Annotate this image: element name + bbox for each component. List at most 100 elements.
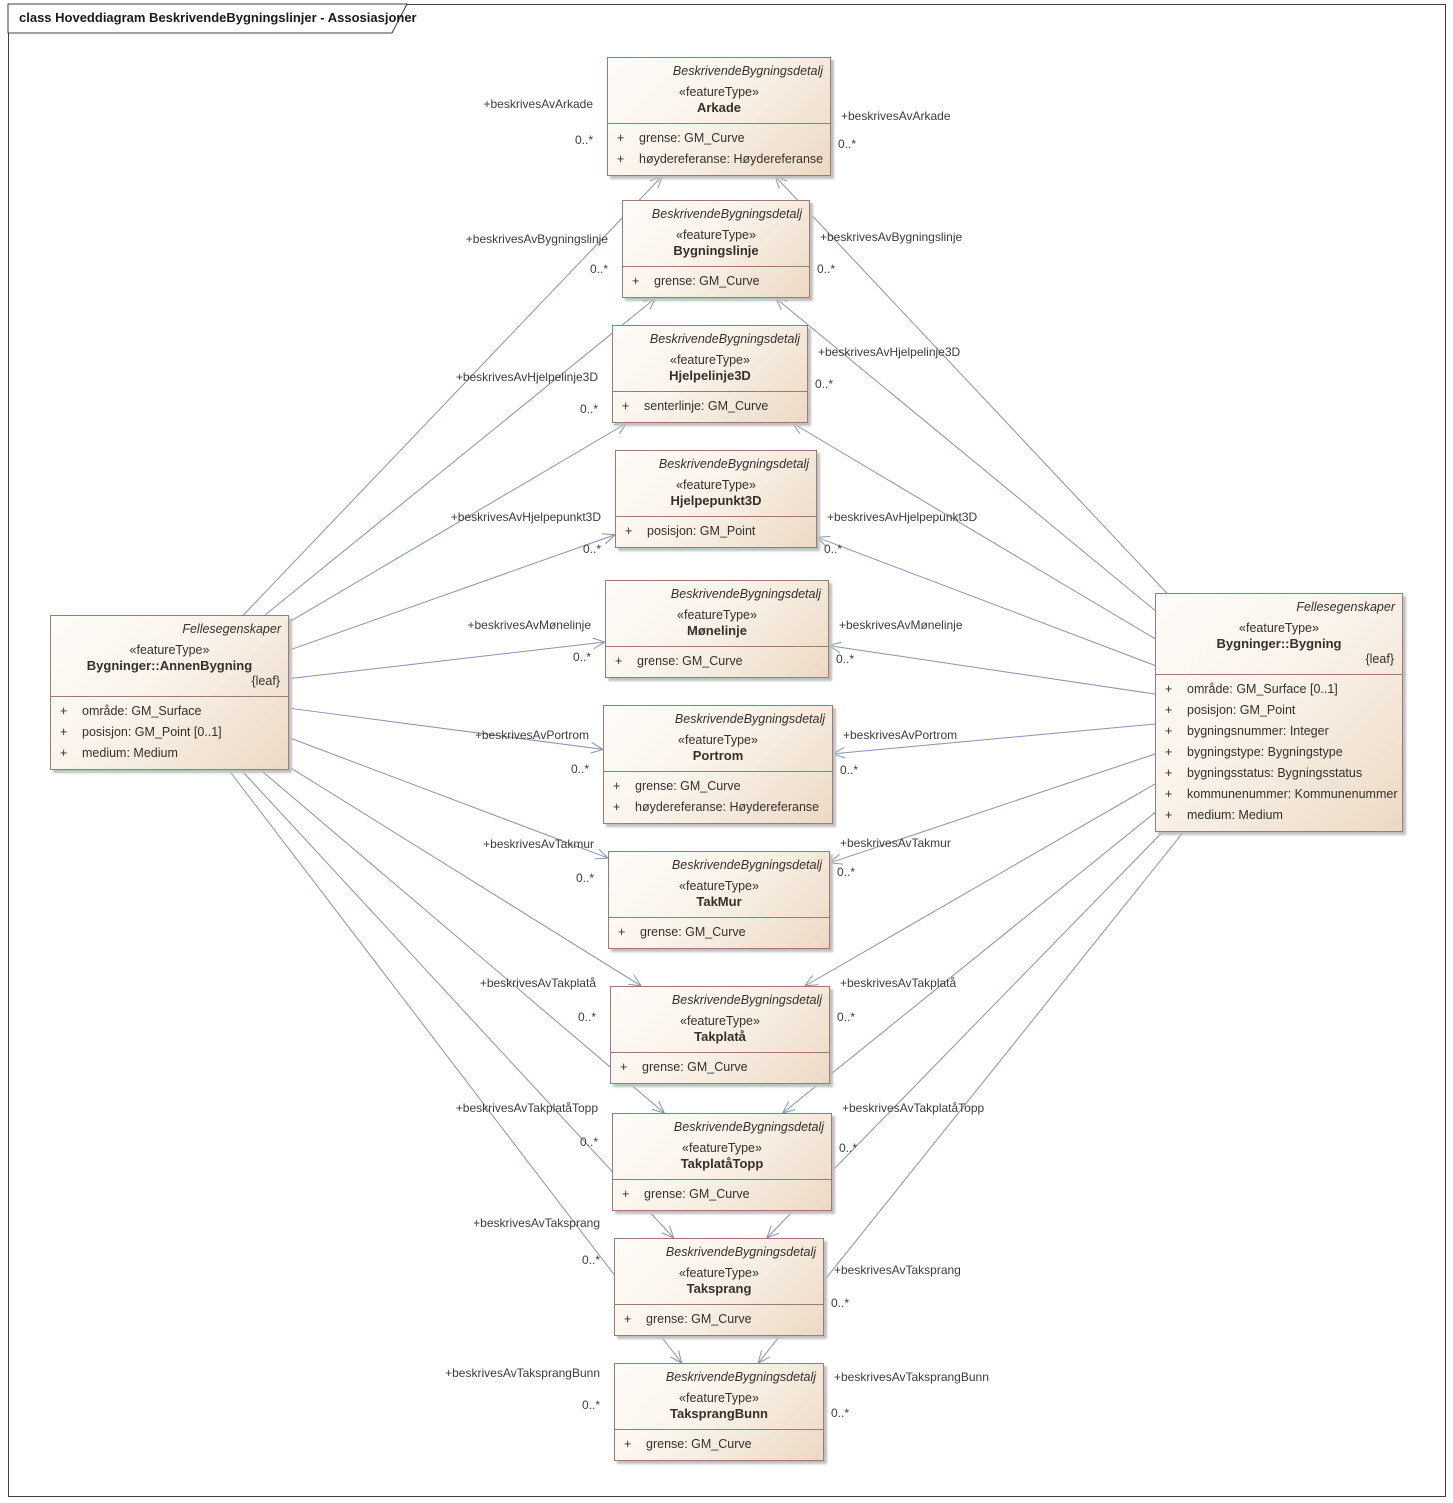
attribute-row: +grense: GM_Curve	[617, 131, 745, 145]
class-bygning[interactable]: Fellesegenskaper «featureType» Bygninger…	[1155, 593, 1403, 832]
diagram-title-tab	[7, 3, 408, 34]
class-stereotype: «featureType»	[679, 85, 759, 99]
association-role-label: +beskrivesAvTakplatåTopp	[842, 1101, 985, 1115]
class-name: Bygninger::AnnenBygning	[86, 658, 253, 673]
attribute-row: +posisjon: GM_Point	[625, 524, 756, 538]
attribute-row: +grense: GM_Curve	[615, 654, 743, 668]
class-stereotype: «featureType»	[679, 1266, 759, 1280]
class-name: Hjelpepunkt3D	[670, 493, 762, 508]
class-takmur[interactable]: BeskrivendeBygningsdetalj «featureType» …	[608, 851, 830, 949]
association-role-label: +beskrivesAvTakmur	[840, 836, 951, 850]
class-stereotype: «featureType»	[677, 608, 757, 622]
class-hjelpelinje3d[interactable]: BeskrivendeBygningsdetalj «featureType» …	[612, 325, 808, 423]
class-stereotype: «featureType»	[129, 643, 210, 657]
class-name: Bygningslinje	[673, 243, 759, 258]
association-role-label: +beskrivesAvTakplatåTopp	[455, 1101, 598, 1115]
class-parent-name: BeskrivendeBygningsdetalj	[649, 332, 800, 346]
class-parent-name: BeskrivendeBygningsdetalj	[671, 993, 822, 1007]
association-role-label: +beskrivesAvHjelpepunkt3D	[827, 510, 978, 524]
class-stereotype: «featureType»	[679, 1391, 759, 1405]
multiplicity-label: 0..*	[581, 1398, 600, 1412]
attribute-row: +posisjon: GM_Point [0..1]	[60, 725, 222, 739]
attribute-list: +senterlinje: GM_Curve	[613, 391, 807, 422]
multiplicity-label: 0..*	[838, 137, 857, 151]
attribute-row: +kommunenummer: Kommunenummer	[1165, 787, 1398, 801]
multiplicity-label: 0..*	[589, 262, 608, 276]
class-taksprang[interactable]: BeskrivendeBygningsdetalj «featureType» …	[614, 1238, 824, 1336]
attribute-row: +posisjon: GM_Point	[1165, 703, 1296, 717]
attribute-list: +posisjon: GM_Point	[616, 516, 816, 547]
attribute-row: +grense: GM_Curve	[622, 1187, 750, 1201]
multiplicity-label: 0..*	[817, 262, 836, 276]
class-stereotype: «featureType»	[1239, 621, 1319, 635]
class-parent-name: Fellesegenskaper	[1296, 600, 1395, 614]
association-role-label: +beskrivesAvArkade	[841, 109, 951, 123]
class-stereotype: «featureType»	[682, 1141, 762, 1155]
class-name: TakMur	[696, 894, 742, 909]
class-name: Takplatå	[694, 1029, 746, 1044]
class-stereotype: «featureType»	[676, 478, 756, 492]
association-role-label: +beskrivesAvTakplatå	[479, 976, 596, 990]
multiplicity-label: 0..*	[581, 1253, 600, 1267]
association-role-label: +beskrivesAvPortrom	[474, 728, 589, 742]
attribute-list: +grense: GM_Curve	[613, 1179, 831, 1210]
class-name: TakplatåTopp	[680, 1156, 764, 1171]
attribute-row: +høydereferanse: Høydereferanse	[613, 800, 820, 814]
class-parent-name: BeskrivendeBygningsdetalj	[674, 712, 825, 726]
multiplicity-label: 0..*	[572, 650, 591, 664]
association-role-label: +beskrivesAvHjelpelinje3D	[455, 370, 598, 384]
class-constraint: {leaf}	[251, 674, 280, 688]
class-stereotype: «featureType»	[679, 879, 759, 893]
association-role-label: +beskrivesAvTakplatå	[840, 976, 957, 990]
association-role-label: +beskrivesAvMønelinje	[839, 618, 963, 632]
class-stereotype: «featureType»	[670, 353, 750, 367]
class-takplata[interactable]: BeskrivendeBygningsdetalj «featureType» …	[610, 986, 830, 1084]
multiplicity-label: 0..*	[837, 865, 856, 879]
class-name: TaksprangBunn	[670, 1406, 768, 1421]
multiplicity-label: 0..*	[815, 377, 834, 391]
class-parent-name: BeskrivendeBygningsdetalj	[651, 207, 802, 221]
class-name: Bygninger::Bygning	[1216, 636, 1342, 651]
attribute-list: +område: GM_Surface +posisjon: GM_Point […	[51, 696, 288, 769]
attribute-row: +grense: GM_Curve	[618, 925, 746, 939]
attribute-row: +område: GM_Surface	[60, 704, 202, 718]
attribute-row: +grense: GM_Curve	[620, 1060, 748, 1074]
multiplicity-label: 0..*	[577, 1010, 596, 1024]
association-role-label: +beskrivesAvTaksprangBunn	[834, 1370, 989, 1384]
attribute-row: +senterlinje: GM_Curve	[622, 399, 769, 413]
attribute-row: +grense: GM_Curve	[632, 274, 760, 288]
multiplicity-label: 0..*	[824, 542, 843, 556]
attribute-list: +grense: GM_Curve+høydereferanse: Høyder…	[604, 771, 832, 823]
attribute-row: +medium: Medium	[60, 746, 178, 760]
multiplicity-label: 0..*	[582, 542, 601, 556]
class-monelinje[interactable]: BeskrivendeBygningsdetalj «featureType» …	[605, 580, 829, 678]
attribute-list: +område: GM_Surface [0..1] +posisjon: GM_…	[1156, 674, 1402, 831]
class-portrom[interactable]: BeskrivendeBygningsdetalj «featureType» …	[603, 705, 833, 824]
class-annenbygning[interactable]: Fellesegenskaper «featureType» Bygninger…	[50, 615, 289, 770]
multiplicity-label: 0..*	[570, 762, 589, 776]
attribute-row: +medium: Medium	[1165, 808, 1283, 822]
class-constraint: {leaf}	[1365, 652, 1394, 666]
class-hjelpepunkt3d[interactable]: BeskrivendeBygningsdetalj «featureType» …	[615, 450, 817, 548]
class-takplatatopp[interactable]: BeskrivendeBygningsdetalj «featureType» …	[612, 1113, 832, 1211]
class-parent-name: BeskrivendeBygningsdetalj	[672, 64, 823, 78]
diagram-frame	[8, 4, 1446, 1497]
attribute-list: +grense: GM_Curve	[609, 917, 829, 948]
association-role-label: +beskrivesAvTaksprang	[834, 1263, 961, 1277]
association-role-label: +beskrivesAvTakmur	[483, 837, 594, 851]
attribute-list: +grense: GM_Curve	[615, 1429, 823, 1460]
attribute-row: +grense: GM_Curve	[624, 1312, 752, 1326]
class-taksprangbunn[interactable]: BeskrivendeBygningsdetalj «featureType» …	[614, 1363, 824, 1461]
class-parent-name: BeskrivendeBygningsdetalj	[673, 1120, 824, 1134]
class-parent-name: BeskrivendeBygningsdetalj	[665, 1245, 816, 1259]
attribute-row: +område: GM_Surface [0..1]	[1165, 682, 1338, 696]
class-stereotype: «featureType»	[678, 733, 758, 747]
class-bygningslinje[interactable]: BeskrivendeBygningsdetalj «featureType» …	[622, 200, 810, 298]
attribute-list: +grense: GM_Curve	[623, 266, 809, 297]
class-arkade[interactable]: BeskrivendeBygningsdetalj «featureType» …	[607, 57, 831, 176]
attribute-row: +høydereferanse: Høydereferanse	[617, 152, 824, 166]
multiplicity-label: 0..*	[574, 133, 593, 147]
class-parent-name: Fellesegenskaper	[182, 622, 281, 636]
